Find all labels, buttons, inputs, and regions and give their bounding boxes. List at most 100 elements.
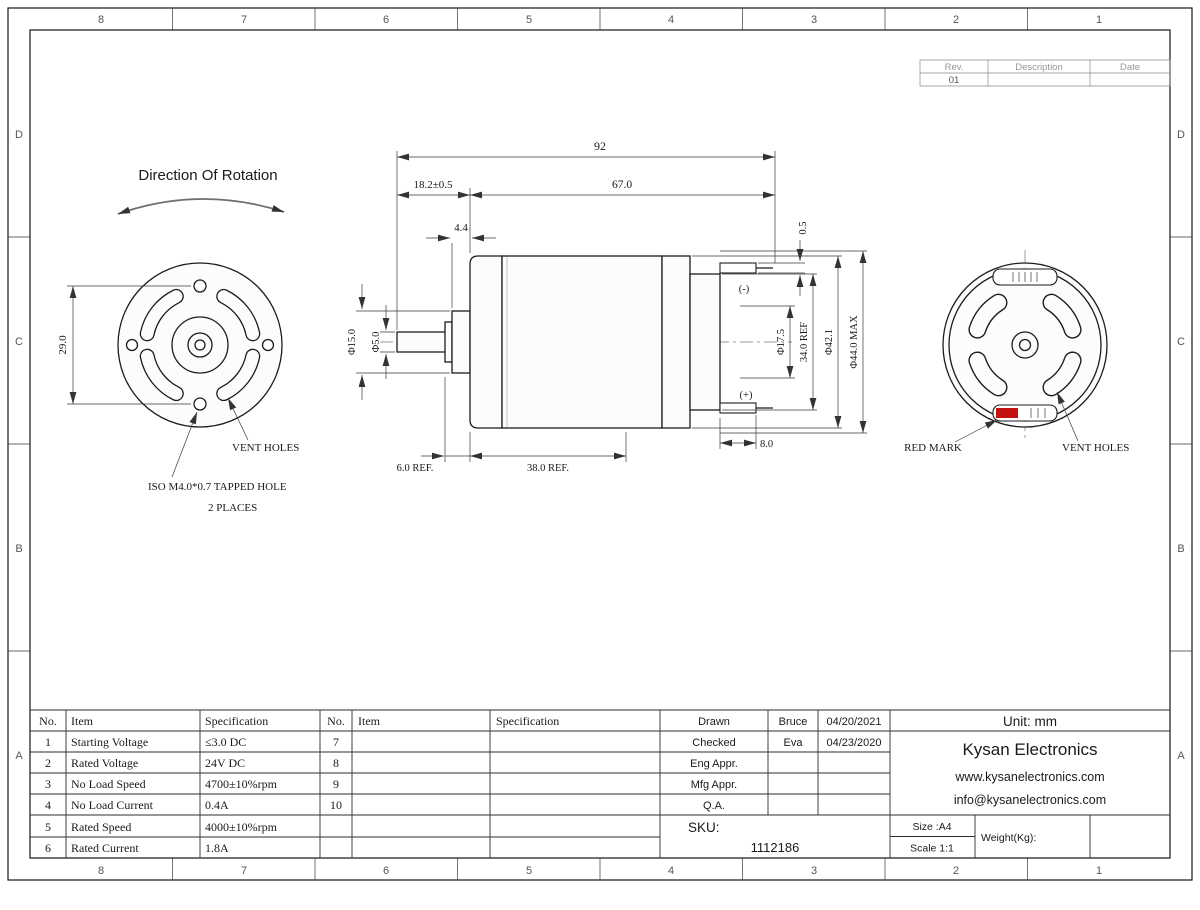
sku-label: SKU: (688, 820, 720, 835)
red-mark (996, 408, 1018, 418)
rear-cylinder (689, 273, 721, 411)
dim-hole-spacing: 29.0 (57, 285, 191, 405)
scale-label: Scale 1:1 (910, 843, 954, 855)
col-label: 6 (383, 14, 389, 26)
rear-rim-outer (942, 262, 1108, 428)
rear-shaft-end (1018, 338, 1032, 352)
tapped-hole-top (193, 279, 207, 293)
spec-header: Specification (496, 714, 559, 728)
side-view: (-) (+) 92 18.2±0.5 67.0 4.4 Φ15.0 Φ5.0 (347, 139, 867, 474)
motor-can (501, 255, 663, 429)
dim-can-dia: Φ42.1 (824, 256, 842, 428)
dim-boss-dia-text: Φ15.0 (347, 329, 358, 355)
spec-cell: Starting Voltage (71, 735, 148, 749)
title-block: Drawn Bruce 04/20/2021 Checked Eva 04/23… (688, 714, 1106, 855)
spec-cell: ≤3.0 DC (205, 735, 246, 749)
col-label: 3 (811, 865, 817, 877)
col-label: 7 (241, 14, 247, 26)
approval-name: Eva (784, 737, 804, 749)
terminal-neg (719, 262, 757, 274)
col-label: 2 (953, 14, 959, 26)
approval-label: Mfg Appr. (691, 779, 737, 791)
approval-label: Q.A. (703, 800, 725, 812)
revision-grid (919, 59, 1171, 87)
dim-terminal-dia: Φ17.5 (776, 306, 794, 378)
inner-border (29, 29, 1171, 859)
rev-value: 01 (949, 75, 960, 86)
front-boss (451, 310, 471, 374)
col-label: 7 (241, 865, 247, 877)
dim-hole-spacing-text: 29.0 (57, 335, 69, 355)
spec-cell: 8 (333, 756, 339, 770)
spec-cell: 1.8A (205, 841, 229, 855)
rotation-arrow (117, 198, 285, 215)
row-label: C (15, 336, 23, 348)
col-label: 1 (1096, 865, 1102, 877)
weight-label: Weight(Kg): (981, 832, 1036, 844)
front-hub-inner (187, 332, 213, 358)
shaft-step (444, 321, 453, 363)
spec-cell: Rated Current (71, 841, 139, 855)
vent-holes-label: VENT HOLES (232, 442, 299, 454)
rear-bell (661, 255, 691, 429)
dim-body-len-text: 67.0 (612, 179, 632, 191)
connector-top-hatch (1012, 272, 1038, 282)
front-hub-outer (171, 316, 229, 374)
spec-cell: 7 (333, 735, 339, 749)
front-view: 29.0 VENT HOLES ISO M4.0*0.7 TAPPED HOLE… (57, 262, 299, 514)
vent-holes-leader (227, 397, 249, 441)
spec-cell: 4700±10%rpm (205, 777, 278, 791)
spec-cell: 1 (45, 735, 51, 749)
title-block-grid (660, 710, 1170, 858)
dim-pilot-len: 4.4 (426, 222, 496, 242)
tapped-hole-leader (171, 411, 198, 478)
rear-hub (1011, 331, 1039, 359)
row-label: A (1177, 750, 1185, 762)
col-label: 4 (668, 14, 674, 26)
spec-cell: 10 (330, 798, 342, 812)
extension-lines (356, 151, 867, 462)
spec-cell: 2 (45, 756, 51, 770)
dim-overall-text: 92 (594, 139, 606, 153)
dim-shaft-dia-text: Φ5.0 (371, 332, 382, 353)
spec-cell: No Load Speed (71, 777, 146, 791)
connector-bottom-hatch (1030, 408, 1046, 418)
dim-magnet-ref-text: 38.0 REF. (527, 463, 569, 474)
spec-header: No. (327, 714, 345, 728)
spec-header: Specification (205, 714, 268, 728)
dim-max-dia-text: Φ44.0 MAX (849, 315, 860, 369)
rev-header: Rev. (945, 62, 964, 73)
size-label: Size :A4 (912, 821, 951, 833)
approval-name: Bruce (779, 716, 808, 728)
col-label: 1 (1096, 14, 1102, 26)
col-label: 5 (526, 14, 532, 26)
neg-terminal-label: (-) (739, 284, 750, 295)
direction-of-rotation: Direction Of Rotation (117, 167, 285, 215)
front-vent-slots (139, 288, 261, 402)
col-label: 8 (98, 14, 104, 26)
col-label: 5 (526, 865, 532, 877)
sku-value: 1112186 (751, 840, 800, 855)
description-header: Description (1015, 62, 1063, 73)
dim-terminal-thk: 0.5 (796, 221, 809, 296)
red-mark-leader (954, 419, 998, 443)
row-label: D (1177, 129, 1185, 141)
tapped-hole-bottom (193, 397, 207, 411)
rear-vent-label: VENT HOLES (1062, 442, 1129, 454)
spec-cell: 3 (45, 777, 51, 791)
spec-cell: 24V DC (205, 756, 245, 770)
zone-labels: 8 7 6 5 4 3 2 1 8 7 6 5 4 3 2 1 D C B A … (15, 14, 1185, 877)
company-name: Kysan Electronics (962, 740, 1097, 759)
spec-cell: Rated Voltage (71, 756, 138, 770)
bottom-tables-grid (30, 709, 1170, 858)
col-label: 6 (383, 865, 389, 877)
dim-endcap-dia: 34.0 REF (799, 274, 817, 410)
row-label: D (15, 129, 23, 141)
dim-terminal-dia-text: Φ17.5 (776, 329, 787, 355)
approval-date: 04/20/2021 (826, 716, 881, 728)
sheet-frame: 8 7 6 5 4 3 2 1 8 7 6 5 4 3 2 1 D C B A … (7, 7, 1193, 881)
unit-label: Unit: mm (1003, 714, 1057, 729)
rear-vent-slots (968, 293, 1082, 397)
